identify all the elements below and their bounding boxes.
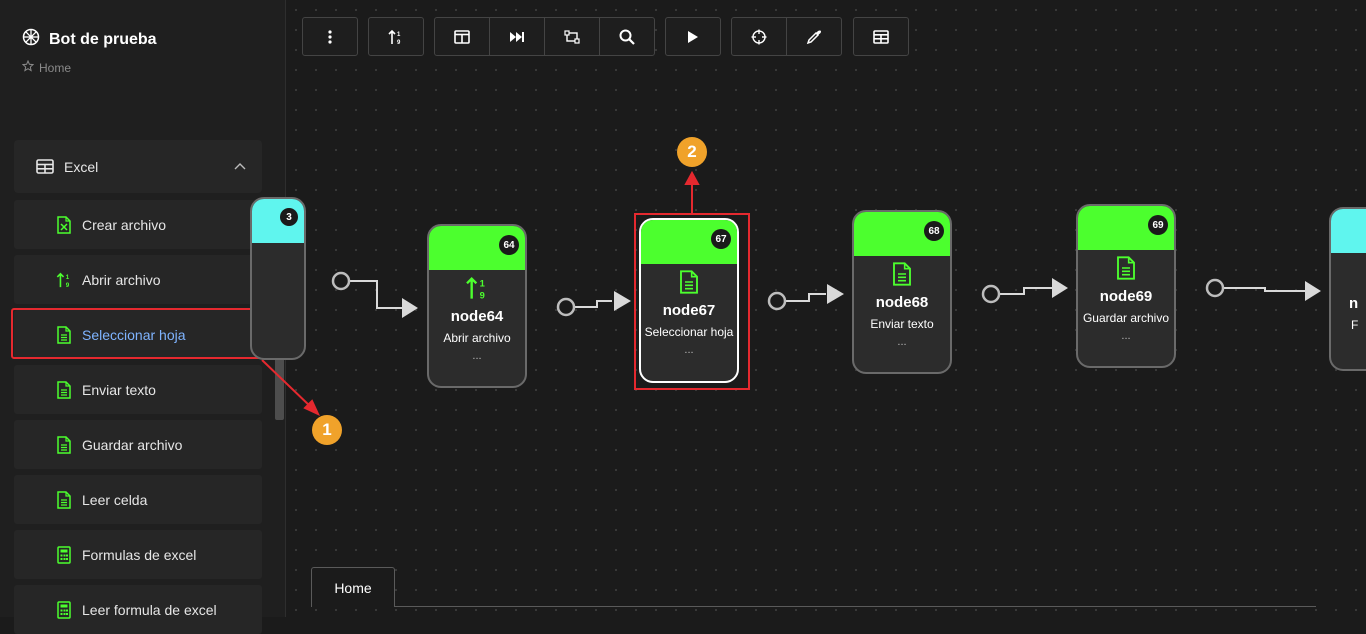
sidebar-item-formulas-de-excel[interactable]: Formulas de excel [14,530,262,579]
node-badge: 67 [711,229,731,249]
picker-button[interactable] [786,17,842,56]
star-icon [21,59,35,75]
sort-icon: 19 [388,29,401,45]
excel-group-header[interactable]: Excel [14,140,262,193]
sidebar-item-guardar-archivo[interactable]: Guardar archivo [14,420,262,469]
sidebar-item-seleccionar-hoja[interactable]: Seleccionar hoja [14,310,262,359]
svg-text:9: 9 [397,40,401,45]
run-button[interactable] [665,17,721,56]
document-icon [56,490,72,509]
node-subtitle: Seleccionar hoja [644,325,734,339]
document-icon [1078,256,1174,280]
app-title: Bot de prueba [22,28,157,51]
document-icon [56,380,72,399]
node-title: n [1349,295,1359,312]
skip-forward-icon [510,31,524,42]
node-more[interactable]: ... [1121,330,1131,342]
document-icon [854,262,950,286]
node-subtitle: Enviar texto [870,317,934,331]
document-icon [56,435,72,454]
node-68[interactable]: 68 node68 Enviar texto ... [852,210,952,374]
tab-bar-divider [395,606,1316,607]
node-title: node69 [1099,288,1153,305]
node-partial-left[interactable]: 3 [250,197,306,360]
node-partial-right[interactable]: n F [1329,207,1366,371]
center-button[interactable] [731,17,787,56]
breadcrumb[interactable]: Home [21,59,71,75]
table-icon [873,29,889,44]
node-more[interactable]: ... [684,344,694,356]
calculator-icon [56,545,72,564]
node-subtitle: Guardar archivo [1082,311,1170,325]
search-icon [619,29,635,45]
layout-icon [454,29,470,44]
search-button[interactable] [599,17,655,56]
transform-icon [564,29,580,44]
node-badge: 69 [1148,215,1168,235]
node-badge: 64 [499,235,519,255]
node-67[interactable]: 67 node67 Seleccionar hoja ... [639,218,739,383]
sidebar-item-enviar-texto[interactable]: Enviar texto [14,365,262,414]
sidebar-item-leer-celda[interactable]: Leer celda [14,475,262,524]
table-icon [36,159,54,174]
node-title: node64 [450,308,504,325]
callout-badge-2: 2 [677,137,707,167]
excel-file-icon [56,215,72,234]
node-badge: 68 [924,221,944,241]
tab-home[interactable]: Home [311,567,395,607]
node-69[interactable]: 69 node69 Guardar archivo ... [1076,204,1176,368]
svg-text:1: 1 [397,32,401,38]
document-icon [56,325,72,344]
table-button[interactable] [853,17,909,56]
svg-text:9: 9 [480,291,485,300]
node-more[interactable]: ... [897,336,907,348]
skip-forward-button[interactable] [489,17,545,56]
svg-text:9: 9 [66,282,70,289]
document-icon [641,270,737,294]
eyedropper-icon [806,30,821,44]
svg-text:1: 1 [66,274,70,281]
crosshair-icon [751,29,767,44]
node-subtitle: Abrir archivo [443,331,511,345]
more-vertical-icon [328,29,332,44]
node-more[interactable]: ... [472,350,482,362]
more-options-button[interactable] [302,17,358,56]
node-title: node68 [875,294,929,311]
sidebar: Bot de prueba Home Excel Crear archivo 1… [0,0,286,634]
chevron-up-icon[interactable] [234,157,246,175]
callout-badge-1: 1 [312,415,342,445]
node-subtitle: F [1351,318,1359,332]
sidebar-item-crear-archivo[interactable]: Crear archivo [14,200,262,249]
highlight-box-node [634,213,750,390]
play-icon [688,30,698,43]
connectors-layer [261,170,1321,417]
node-title: node67 [662,302,716,319]
wheel-icon [22,28,40,51]
svg-text:1: 1 [480,279,485,289]
